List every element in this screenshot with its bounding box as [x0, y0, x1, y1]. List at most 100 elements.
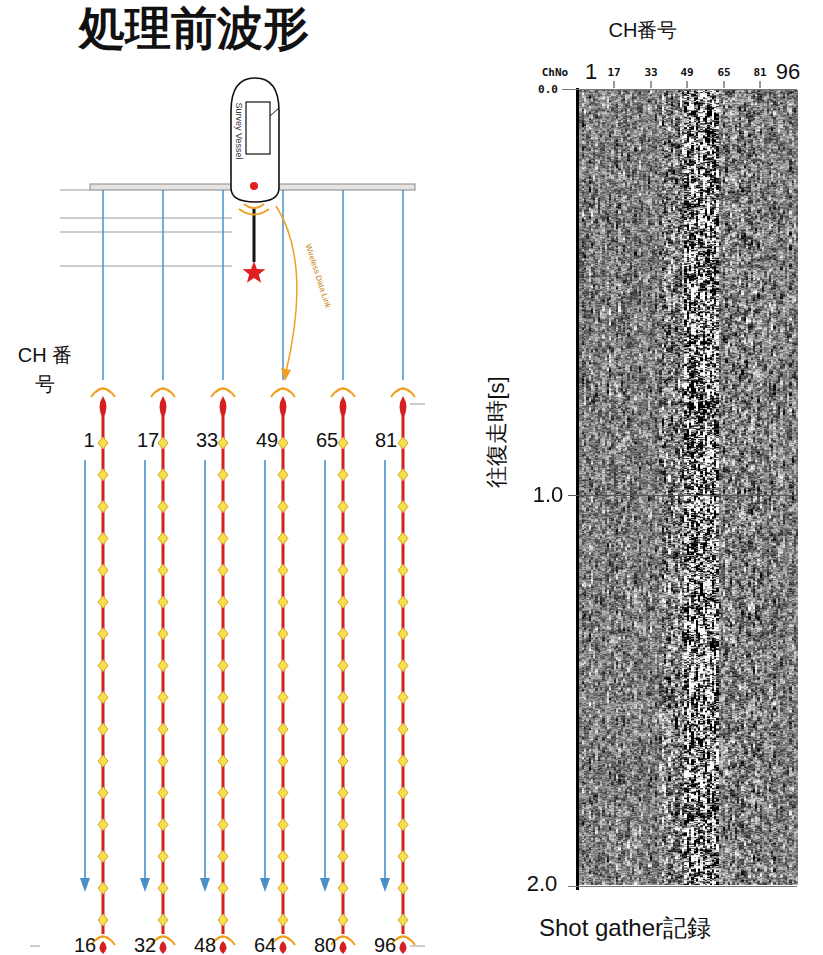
two-second-line — [568, 886, 797, 887]
hydrophone — [218, 437, 228, 449]
tick-label: 81 — [753, 67, 766, 80]
hydrophone — [158, 882, 168, 894]
hydrophone — [278, 914, 288, 926]
wireless-link-curve — [276, 206, 297, 372]
hydrophone — [218, 755, 228, 767]
buoy — [280, 941, 287, 954]
hydrophone — [398, 691, 408, 703]
tick-mark — [724, 81, 725, 88]
hydrophone — [278, 437, 288, 449]
hydrophone — [98, 914, 108, 926]
channel-number: 80 — [314, 934, 336, 955]
channel-number: 96 — [374, 934, 396, 955]
hydrophone — [398, 819, 408, 831]
guide-line — [60, 190, 90, 191]
guide-line — [410, 946, 425, 947]
direction-arrow — [144, 460, 146, 880]
hydrophone — [158, 564, 168, 576]
source-star — [243, 261, 266, 283]
hydrophone — [398, 501, 408, 513]
buoy — [340, 941, 347, 954]
tick-label: 65 — [717, 67, 730, 80]
hydrophone — [398, 755, 408, 767]
hydrophone — [98, 660, 108, 672]
hydrophone — [338, 564, 348, 576]
hydrophone — [218, 914, 228, 926]
hydrophone — [98, 596, 108, 608]
hydrophone — [278, 628, 288, 640]
tow-cable — [222, 190, 224, 380]
arrow-head — [140, 878, 150, 892]
hydrophone — [218, 469, 228, 481]
hydrophone — [278, 501, 288, 513]
hydrophone — [98, 850, 108, 862]
buoy — [400, 396, 407, 418]
tick-label: 1 — [585, 59, 597, 84]
buoy — [280, 396, 287, 418]
tick-label: 17 — [607, 67, 620, 80]
direction-arrow — [204, 460, 206, 880]
survey-vessel: Survey Vessel — [229, 76, 281, 204]
hydrophone — [218, 787, 228, 799]
hydrophone — [98, 532, 108, 544]
signal-arc — [151, 389, 175, 398]
hydrophone — [278, 850, 288, 862]
wireless-link-head — [281, 368, 291, 381]
channel-number: 33 — [196, 429, 218, 452]
signal-arc — [391, 389, 415, 398]
guide-line — [60, 266, 232, 267]
hydrophone — [158, 437, 168, 449]
signal-arc — [211, 389, 235, 398]
hydrophone — [398, 850, 408, 862]
hydrophone — [98, 501, 108, 513]
hydrophone — [398, 596, 408, 608]
hydrophone — [218, 691, 228, 703]
tick-label: 0.0 — [538, 84, 558, 97]
hydrophone — [98, 882, 108, 894]
vessel-label: Survey Vessel — [234, 102, 244, 159]
tow-cable — [342, 190, 344, 380]
hydrophone — [218, 850, 228, 862]
hydrophone — [158, 501, 168, 513]
arrow-head — [320, 878, 330, 892]
tick-mark — [651, 81, 652, 88]
hydrophone — [338, 850, 348, 862]
channel-number: 64 — [254, 934, 276, 955]
hydrophone — [278, 660, 288, 672]
tick-mark — [760, 81, 761, 88]
signal-arc — [271, 389, 295, 398]
hydrophone — [338, 914, 348, 926]
direction-arrow — [324, 460, 326, 880]
hydrophone — [218, 660, 228, 672]
channel-number: 65 — [316, 429, 338, 452]
vessel-pointer — [270, 108, 279, 116]
shot-gather-image — [579, 90, 798, 885]
tick-label: 2.0 — [527, 871, 558, 896]
hydrophone — [398, 882, 408, 894]
hydrophone — [218, 628, 228, 640]
buoy — [220, 396, 227, 418]
zero-time-line — [562, 89, 797, 90]
hydrophone — [98, 469, 108, 481]
arrow-head — [260, 878, 270, 892]
signal-arc — [91, 389, 115, 398]
hydrophone — [398, 628, 408, 640]
guide-line — [60, 218, 232, 219]
axis-label: ChNo — [542, 67, 569, 80]
hydrophone — [338, 787, 348, 799]
tick-label: 96 — [776, 59, 800, 84]
vessel-cabin — [246, 102, 270, 154]
tick-mark — [614, 81, 615, 88]
hydrophone — [218, 564, 228, 576]
hydrophone — [278, 596, 288, 608]
hydrophone — [398, 723, 408, 735]
arrow-head — [80, 878, 90, 892]
hydrophone — [398, 660, 408, 672]
buoy — [340, 396, 347, 418]
axis-title: CH番号 — [609, 19, 678, 42]
hydrophone — [158, 755, 168, 767]
hydrophone — [338, 882, 348, 894]
hydrophone — [278, 532, 288, 544]
guide-line — [30, 946, 40, 947]
hydrophone — [338, 501, 348, 513]
